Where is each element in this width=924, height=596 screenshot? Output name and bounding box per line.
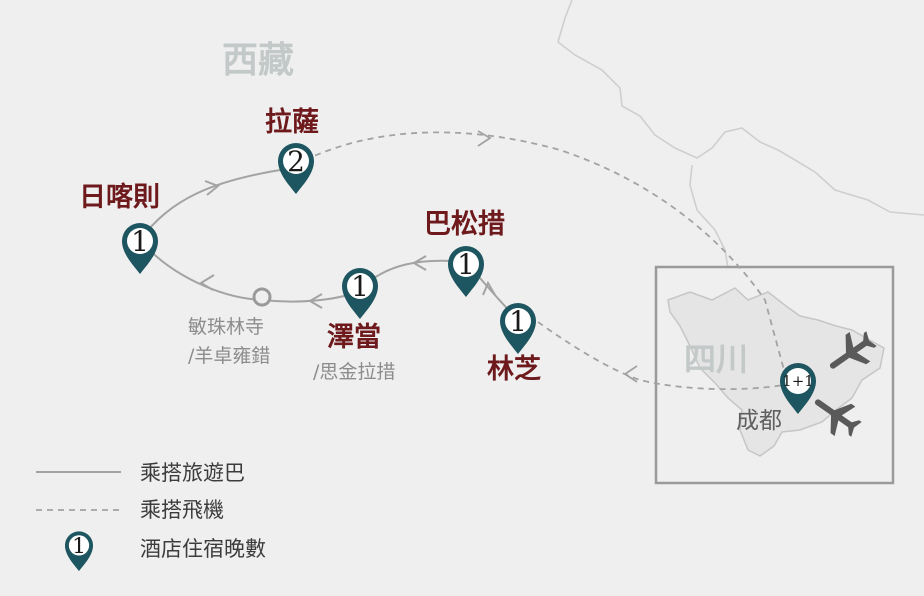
route-arrow-icon (412, 255, 427, 271)
hotel-pin-chengdu: 1+1 (780, 363, 816, 414)
note-monastery-line1: 敏珠林寺 (188, 316, 264, 338)
route-arrow-icon (477, 130, 492, 147)
legend: 乘搭旅遊巴 乘搭飛機 1 酒店住宿晚數 (36, 461, 266, 572)
hotel-pin-basum-tso: 1 (448, 246, 484, 297)
legend-hotel-pin-number: 1 (72, 534, 86, 559)
legend-bus-label: 乘搭旅遊巴 (140, 461, 245, 485)
city-label-chengdu: 成都 (736, 408, 782, 434)
hotel-pin-nyingchi: 1 (500, 303, 536, 354)
route-arrow-icon (482, 280, 496, 296)
province-boundaries (557, 0, 924, 269)
hotel-nights-basum-tso: 1 (457, 248, 475, 281)
hotel-pin-shigatse: 1 (122, 223, 158, 274)
route-arrow-icon (308, 293, 323, 309)
route-arrow-icon (623, 365, 638, 383)
city-label-lhasa: 拉薩 (265, 106, 319, 138)
city-label-tsetang: 澤當 (327, 322, 381, 353)
region-label-sichuan: 四川 (684, 340, 748, 378)
note-tsetang-line1: /思金拉措 (313, 361, 395, 383)
route-arrow-icon (204, 180, 220, 196)
flight-route (304, 131, 785, 391)
flight-route-arrows (477, 130, 638, 383)
region-label-tibet: 西藏 (222, 39, 294, 81)
city-label-basum-tso: 巴松措 (424, 209, 505, 240)
route-arrow-icon (199, 274, 215, 291)
bus-route-arrows (199, 180, 496, 309)
hotel-nights-lhasa: 2 (287, 145, 305, 178)
waypoint-circle-icon (252, 287, 272, 307)
city-label-nyingchi: 林芝 (487, 354, 541, 385)
hotel-nights-chengdu: 1+1 (782, 372, 814, 390)
hotel-pin-lhasa: 2 (278, 143, 314, 194)
hotel-nights-nyingchi: 1 (509, 305, 527, 338)
legend-flight-label: 乘搭飛機 (140, 498, 224, 522)
city-label-shigatse: 日喀則 (79, 182, 160, 213)
hotel-pin-tsetang: 1 (342, 268, 378, 319)
note-monastery-line2: /羊卓雍錯 (188, 345, 270, 367)
legend-hotel-pin: 1 (64, 531, 94, 572)
bus-route (139, 167, 517, 319)
hotel-nights-shigatse: 1 (131, 225, 149, 258)
hotel-nights-tsetang: 1 (351, 270, 369, 303)
legend-hotel-label: 酒店住宿晚數 (140, 537, 266, 561)
